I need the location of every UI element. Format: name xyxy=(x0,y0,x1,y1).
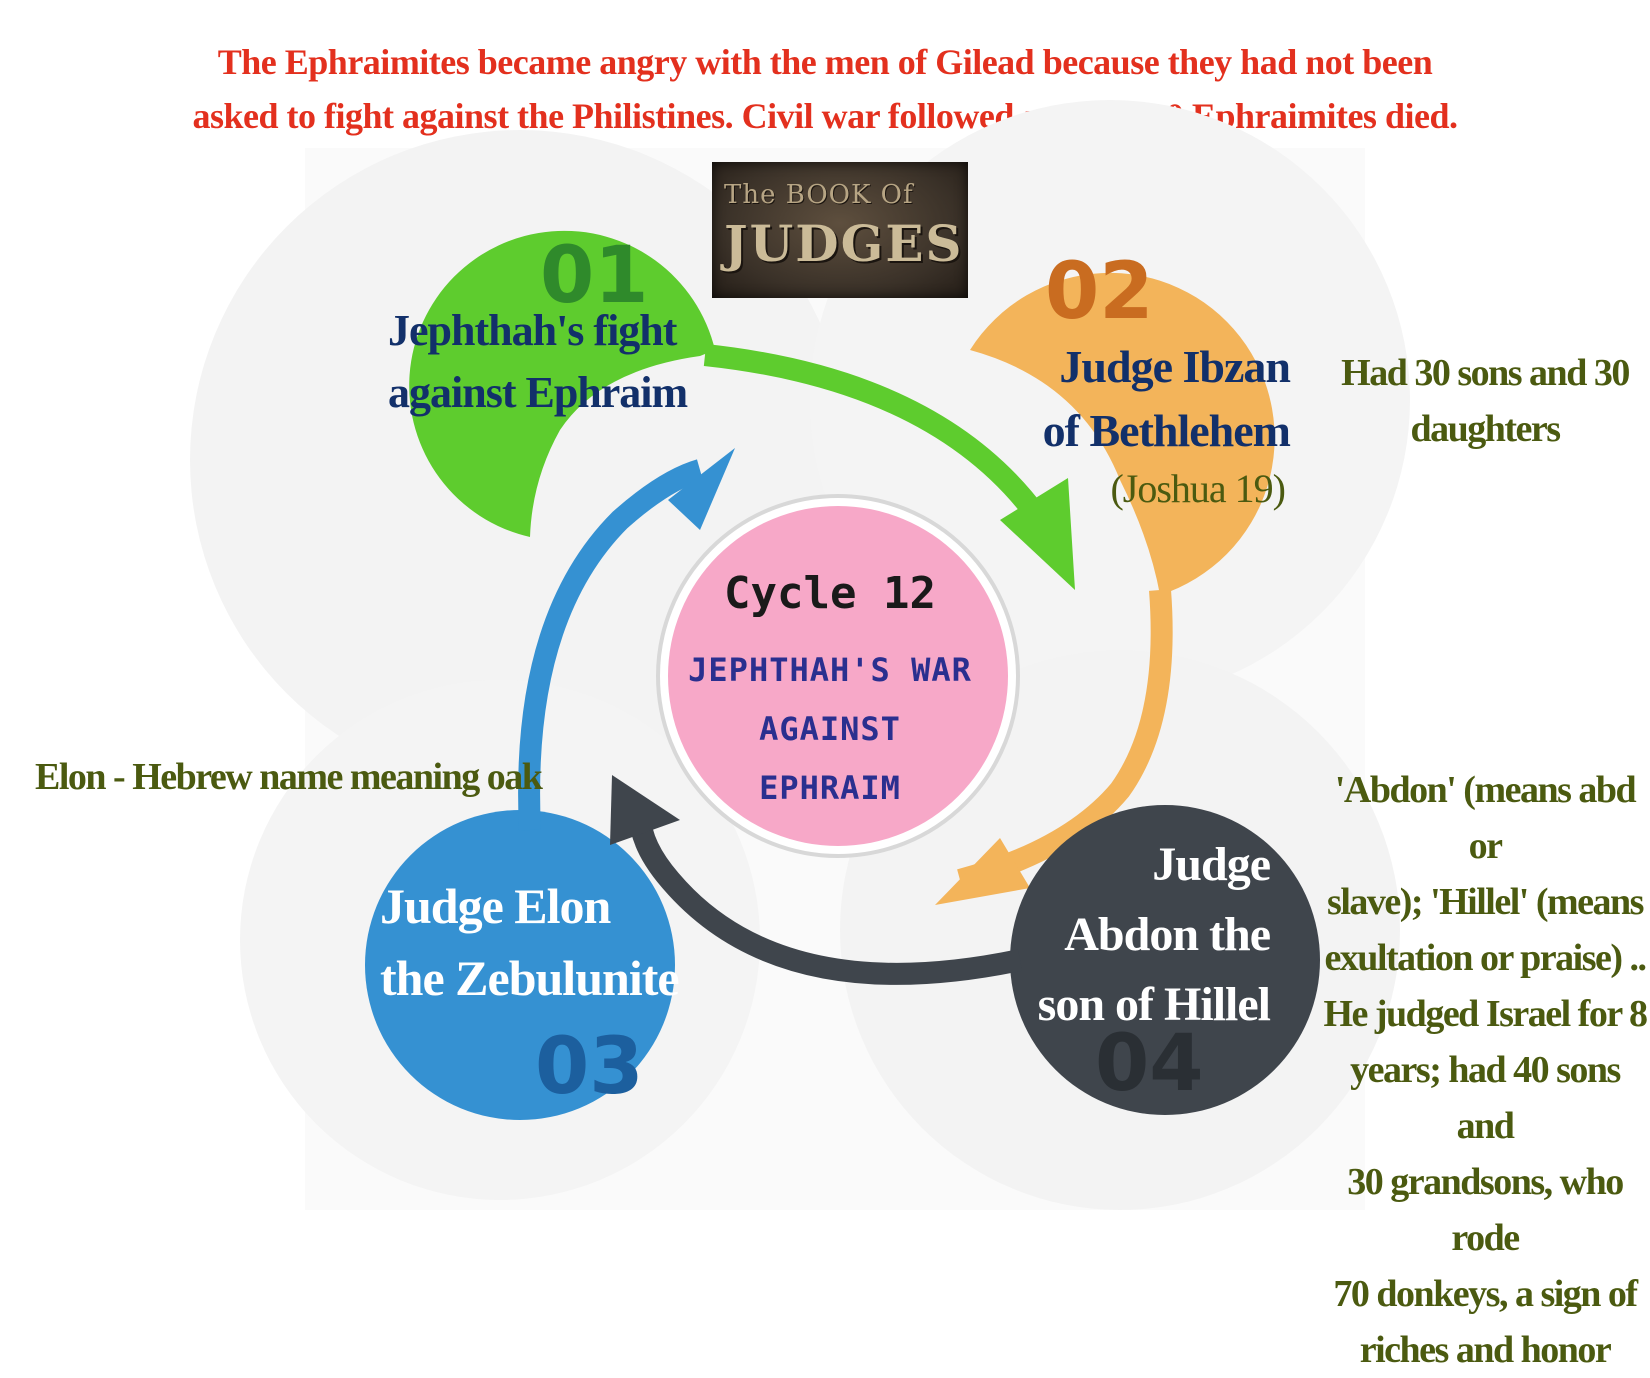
note-ibzan: Had 30 sons and 30 daughters xyxy=(1320,345,1650,457)
step-02-shape xyxy=(935,272,1275,905)
step-02-text-line: of Bethlehem xyxy=(1042,405,1291,456)
step-04-text-line: Judge xyxy=(1152,838,1271,891)
center-subtitle-line: JEPHTHAH'S WAR xyxy=(688,651,972,689)
center-subtitle-line: AGAINST xyxy=(759,710,901,748)
step-04-number: 04 xyxy=(1095,1019,1204,1109)
note-abdon: 'Abdon' (means abd or slave); 'Hillel' (… xyxy=(1320,762,1650,1378)
step-04-text: Judge Abdon the son of Hillel xyxy=(1020,830,1271,1040)
note-abdon-line: He judged Israel for 8 xyxy=(1323,993,1648,1035)
step-03-text-line: Judge Elon xyxy=(380,878,611,934)
note-elon: Elon - Hebrew name meaning oak xyxy=(35,756,543,798)
step-03-text: Judge Elon the Zebulunite xyxy=(380,870,680,1014)
cycle-diagram: 01 02 03 04 The BOOK Of JUDGES Cycle 12 … xyxy=(35,100,1650,1371)
note-abdon-line: years; had 40 sons and xyxy=(1350,1049,1621,1147)
book-cover-line-1: The BOOK Of xyxy=(724,180,914,210)
step-01-arrow xyxy=(703,344,1075,590)
center-circle xyxy=(668,506,1008,846)
note-ibzan-line: daughters xyxy=(1410,408,1561,450)
step-04-text-line: Abdon the xyxy=(1064,908,1271,961)
headline-line-2: asked to fight against the Philistines. … xyxy=(192,96,1458,136)
step-03-shape xyxy=(365,448,735,1120)
note-abdon-line: riches and honor xyxy=(1359,1329,1612,1371)
step-02-reference: (Joshua 19) xyxy=(1110,466,1286,511)
note-abdon-line: 'Abdon' (means abd or xyxy=(1334,769,1637,867)
note-abdon-line: 70 donkeys, a sign of xyxy=(1333,1273,1638,1315)
step-02-number: 02 xyxy=(1045,247,1154,337)
step-03-number: 03 xyxy=(535,1022,644,1112)
book-cover-line-2: JUDGES xyxy=(724,214,964,273)
step-01-number: 01 xyxy=(540,231,649,321)
note-ibzan-line: Had 30 sons and 30 xyxy=(1341,352,1630,394)
note-abdon-line: exultation or praise) .. xyxy=(1324,937,1647,979)
step-01-text-line: Jephthah's fight xyxy=(388,306,677,355)
headline-line-1: The Ephraimites became angry with the me… xyxy=(217,42,1433,82)
book-of-judges-image: The BOOK Of JUDGES xyxy=(712,162,968,298)
step-01-text: Jephthah's fight against Ephraim xyxy=(388,300,688,424)
note-abdon-line: 30 grandsons, who rode xyxy=(1347,1161,1624,1259)
step-04-shape xyxy=(610,775,1320,1115)
step-01-text-line: against Ephraim xyxy=(388,368,688,417)
step-01-shape xyxy=(409,230,715,537)
center-title: Cycle 12 xyxy=(724,568,936,619)
note-abdon-line: slave); 'Hillel' (means xyxy=(1327,881,1644,923)
center-subtitle-line: EPHRAIM xyxy=(759,769,901,807)
step-02-text-line: Judge Ibzan xyxy=(1059,341,1291,392)
step-03-text-line: the Zebulunite xyxy=(380,950,680,1006)
step-02-text: Judge Ibzan of Bethlehem xyxy=(1010,335,1291,463)
step-04-text-line: son of Hillel xyxy=(1037,978,1271,1031)
